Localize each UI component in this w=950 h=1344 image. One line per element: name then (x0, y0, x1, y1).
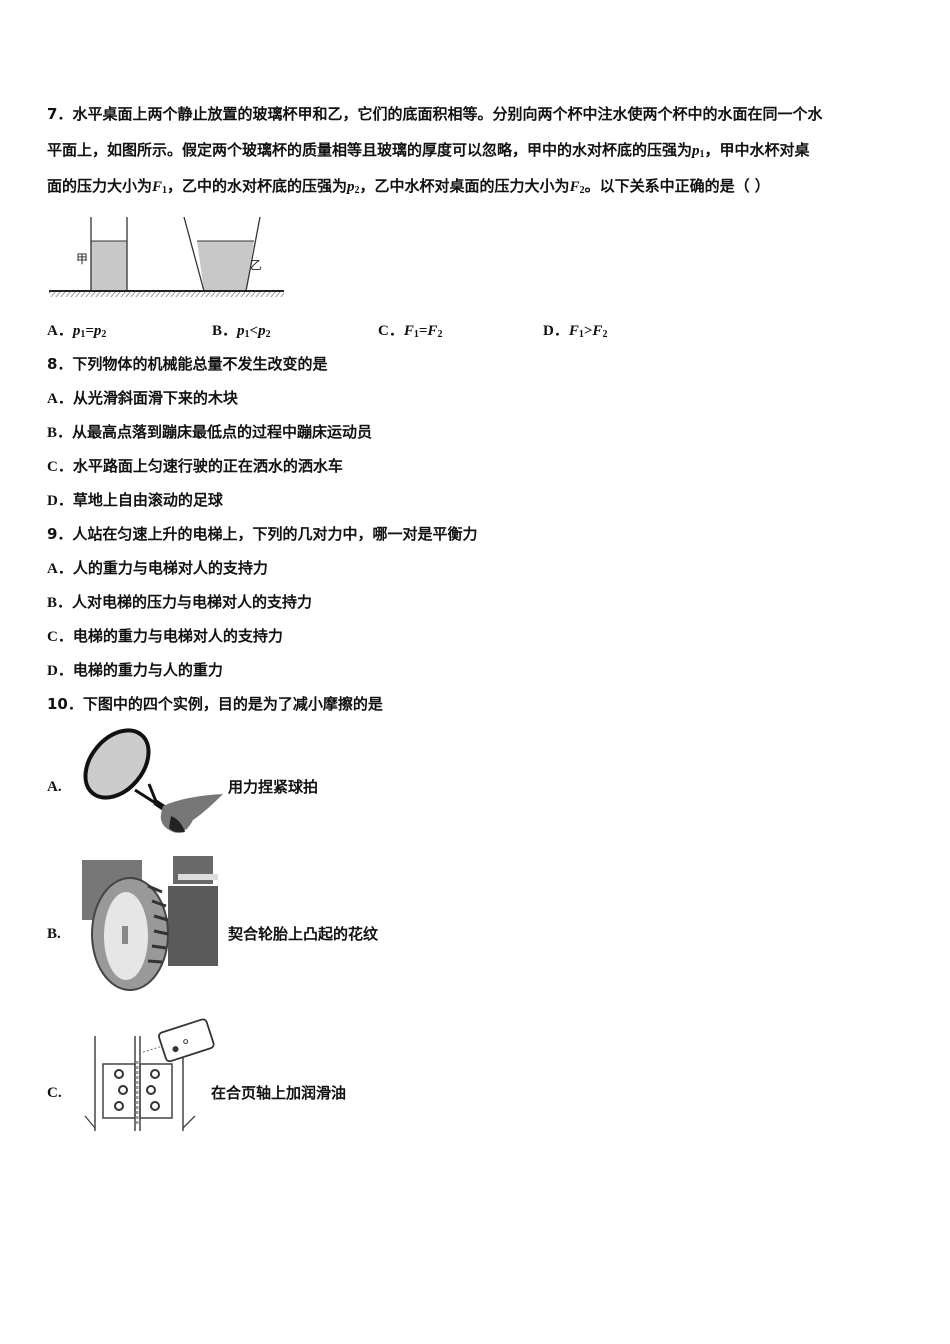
var-F1: F1 (152, 179, 168, 196)
hinge-oil-icon (84, 1018, 215, 1131)
q10-option-a-label: A. (47, 779, 62, 795)
var-p2: p2 (347, 179, 360, 196)
q8-option-c[interactable]: C．水平路面上匀速行驶的正在洒水的洒水车 (47, 457, 343, 475)
q7-text-3c: ，乙中水杯对桌面的压力大小为 (359, 177, 570, 195)
q8-stem: 8．下列物体的机械能总量不发生改变的是 (47, 355, 328, 373)
q7-line-1: 7．水平桌面上两个静止放置的玻璃杯甲和乙，它们的底面积相等。分别向两个杯中注水使… (47, 104, 822, 124)
q10-stem: 10．下图中的四个实例，目的是为了减小摩擦的是 (47, 695, 383, 713)
glass-jia-icon (90, 217, 128, 291)
q7-line-3: 面的压力大小为F1，乙中的水对杯底的压强为p2，乙中水杯对桌面的压力大小为F2。… (47, 176, 770, 201)
q10-option-c-label: C. (47, 1085, 62, 1101)
glass-yi-icon (183, 216, 261, 292)
q10-option-a-text: 用力捏紧球拍 (228, 778, 319, 796)
q7-text-1: 水平桌面上两个静止放置的玻璃杯甲和乙，它们的底面积相等。分别向两个杯中注水使两个… (72, 105, 823, 123)
q9-option-a[interactable]: A．人的重力与电梯对人的支持力 (47, 559, 268, 577)
q7-text-2a: 平面上，如图所示。假定两个玻璃杯的质量相等且玻璃的厚度可以忽略，甲中的水对杯底的… (47, 141, 693, 159)
q10-option-b-text: 契合轮胎上凸起的花纹 (228, 925, 379, 943)
q10-option-b-label: B. (47, 926, 61, 942)
q7-text-2b: ，甲中水杯对桌 (704, 141, 810, 159)
label-jia: 甲 (76, 252, 88, 266)
q9-option-b[interactable]: B．人对电梯的压力与电梯对人的支持力 (47, 593, 313, 611)
label-yi: 乙 (250, 258, 262, 272)
var-p1: p1 (692, 143, 705, 160)
q8-option-b[interactable]: B．从最高点落到蹦床最低点的过程中蹦床运动员 (47, 423, 373, 441)
tennis-racket-icon (83, 728, 223, 833)
q9-stem: 9．人站在匀速上升的电梯上，下列的几对力中，哪一对是平衡力 (47, 525, 478, 543)
q7-option-d[interactable]: D．F1>F2 (543, 323, 608, 340)
q9-option-c[interactable]: C．电梯的重力与电梯对人的支持力 (47, 627, 283, 645)
glasses-figure: 甲 乙 (49, 216, 284, 297)
q7-option-b[interactable]: B．p1<p2 (212, 323, 271, 340)
q9-option-d[interactable]: D．电梯的重力与人的重力 (47, 661, 223, 679)
var-F2: F2 (569, 179, 585, 196)
q7-text-3b: ，乙中的水对杯底的压强为 (167, 177, 348, 195)
q7-number: 7． (47, 105, 73, 123)
q8-option-a[interactable]: A．从光滑斜面滑下来的木块 (47, 389, 238, 407)
tractor-tire-icon (82, 856, 218, 991)
q7-line-2: 平面上，如图所示。假定两个玻璃杯的质量相等且玻璃的厚度可以忽略，甲中的水对杯底的… (47, 140, 810, 165)
q7-option-a[interactable]: A．p1=p2 (47, 323, 107, 340)
q7-text-3d: 。以下关系中正确的是（ ） (584, 177, 770, 195)
q7-option-c[interactable]: C．F1=F2 (378, 323, 443, 340)
q8-option-d[interactable]: D．草地上自由滚动的足球 (47, 491, 223, 509)
q10-option-c-text: 在合页轴上加润滑油 (211, 1084, 347, 1102)
q7-text-3a: 面的压力大小为 (47, 177, 153, 195)
